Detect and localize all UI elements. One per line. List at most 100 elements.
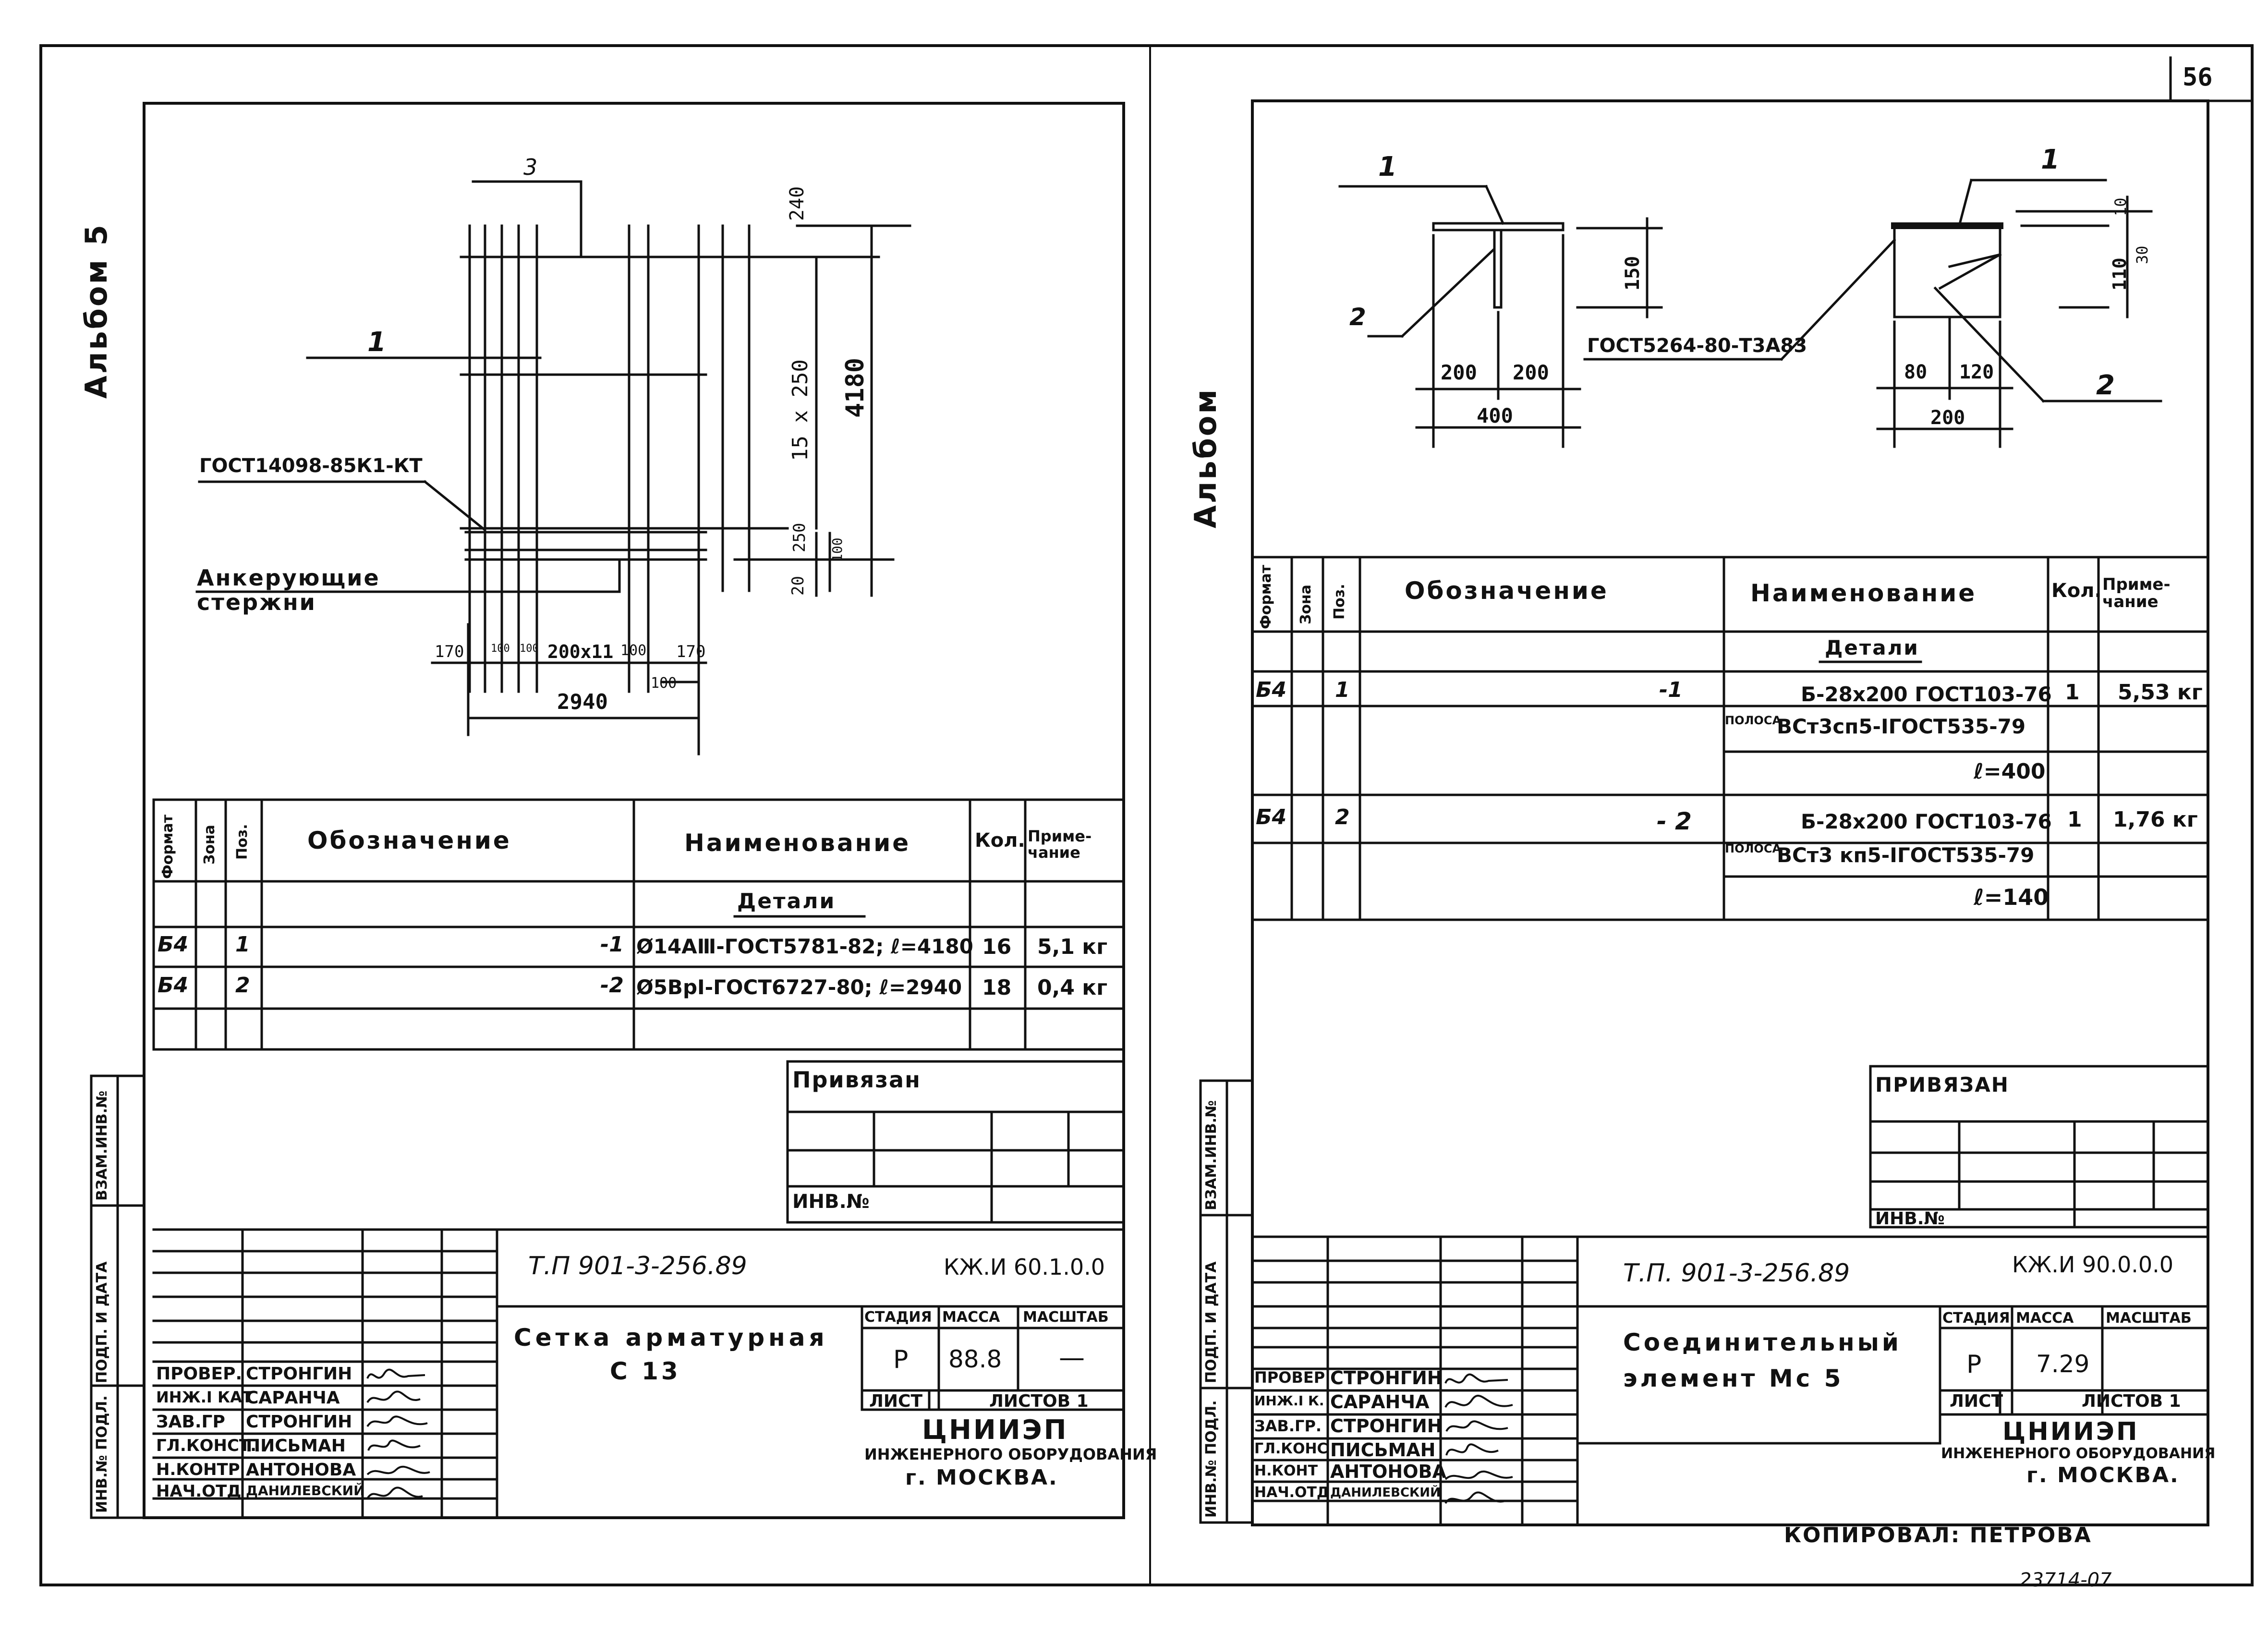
left-person4-name: ПИСЬМАН	[246, 1436, 346, 1456]
left-doc-code: КЖ.И 60.1.0.0	[944, 1254, 1105, 1280]
right-dim-150: 150	[1622, 256, 1644, 291]
left-gost-label: ГОСТ14098-85К1-КТ	[199, 455, 423, 477]
right-org-name: ЦНИИЭП	[2002, 1417, 2139, 1446]
right-dim-200b: 200	[1513, 361, 1549, 384]
left-section-details: Детали	[737, 889, 836, 914]
left-position-1-label: 1	[367, 327, 386, 358]
left-side-podp: ПОДП. И ДАТА	[94, 1261, 110, 1383]
left-dim-100b: 100	[520, 643, 539, 655]
left-dim-200x11: 200x11	[547, 641, 614, 662]
left-person5-role: Н.КОНТР	[156, 1460, 240, 1479]
left-col-zone-header: Зона	[201, 825, 218, 865]
left-col-qty-header: Кол.	[975, 829, 1025, 852]
right-mass-header: МАССА	[2016, 1310, 2074, 1327]
right-row1-note: 5,53 кг	[2118, 680, 2203, 705]
right-row1-name-top: Б-28x200 ГОСТ103-76	[1801, 682, 2052, 706]
right-row1-length: ℓ=400	[1974, 759, 2046, 784]
right-row2-qty: 1	[2067, 807, 2082, 832]
left-anchor-bars-label: Анкерующие стержни	[197, 565, 380, 615]
right-row2-length: ℓ=140	[1974, 884, 2049, 910]
page-number: 56	[2183, 63, 2213, 92]
right-col-note-header: Приме-чание	[2102, 575, 2171, 611]
right-row1-format: Б4	[1256, 678, 1287, 702]
left-dim-100-vertical: 100	[829, 537, 845, 562]
left-position-3-label: 3	[523, 154, 538, 180]
right-dim-200c: 200	[1930, 407, 1965, 429]
right-person2-role: ИНЖ.I К.	[1254, 1393, 1324, 1409]
right-mass-value: 7.29	[2036, 1350, 2090, 1378]
right-row2-note: 1,76 кг	[2113, 807, 2198, 832]
right-album-label: Альбом	[1188, 387, 1223, 528]
left-col-pos-header: Поз.	[234, 824, 251, 860]
left-dim-240: 240	[786, 186, 808, 221]
right-person6-name: ДАНИЛЕВСКИЙ	[1330, 1486, 1441, 1500]
right-inv-no-label: ИНВ.№	[1875, 1209, 1945, 1229]
right-row2-pos: 2	[1335, 805, 1350, 829]
right-sheet-header: ЛИСТ	[1950, 1391, 2003, 1411]
left-row1-note: 5,1 кг	[1037, 935, 1108, 959]
right-signatures	[1444, 1373, 1513, 1504]
right-person1-role: ПРОВЕР	[1254, 1368, 1325, 1387]
left-person6-role: НАЧ.ОТД	[156, 1482, 242, 1501]
left-person1-name: СТРОНГИН	[246, 1364, 352, 1384]
left-dim-100a: 100	[491, 643, 510, 655]
right-person6-role: НАЧ.ОТД	[1254, 1484, 1330, 1501]
copied-by-note: КОПИРОВАЛ: ПЕТРОВА	[1784, 1523, 2092, 1548]
left-person4-role: ГЛ.КОНСТ.	[156, 1436, 257, 1455]
left-person6-name: ДАНИЛЕВСКИЙ	[246, 1483, 365, 1499]
right-col-name-header: Наименование	[1750, 579, 1977, 607]
right-org-subtitle: ИНЖЕНЕРНОГО ОБОРУДОВАНИЯ	[1941, 1445, 2216, 1462]
left-org-city: г. МОСКВА.	[905, 1465, 1058, 1490]
right-person5-role: Н.КОНТ	[1254, 1462, 1318, 1479]
right-privyazan-label: ПРИВЯЗАН	[1875, 1073, 2009, 1097]
left-person3-name: СТРОНГИН	[246, 1412, 352, 1432]
left-dim-170b: 170	[676, 642, 706, 661]
left-series-code: Т.П 901-3-256.89	[528, 1252, 747, 1280]
right-position-2a: 2	[1349, 303, 1366, 331]
left-person2-name: САРАНЧА	[246, 1388, 340, 1408]
right-position-1a: 1	[1378, 151, 1397, 183]
left-album-label: Альбом 5	[79, 223, 114, 399]
left-person1-role: ПРОВЕР.	[156, 1364, 243, 1384]
right-org-city: г. МОСКВА.	[2026, 1463, 2180, 1487]
left-col-note-header: Приме-чание	[1028, 827, 1092, 862]
left-dim-2940: 2940	[557, 690, 608, 714]
right-col-qty-header: Кол.	[2051, 580, 2102, 602]
left-person3-role: ЗАВ.ГР	[156, 1412, 225, 1432]
left-row1-pos: 1	[235, 932, 250, 957]
left-inv-no-label: ИНВ.№	[792, 1191, 870, 1213]
left-dim-100-bottom: 100	[651, 675, 677, 692]
right-dim-80: 80	[1904, 361, 1928, 383]
left-row1-designation: -1	[600, 932, 624, 957]
right-dim-120: 120	[1959, 361, 1994, 383]
left-row1-format: Б4	[158, 932, 189, 957]
left-org-name: ЦНИИЭП	[922, 1414, 1068, 1446]
left-org-subtitle: ИНЖЕНЕРНОГО ОБОРУДОВАНИЯ	[864, 1445, 1157, 1463]
left-mass-header: МАССА	[942, 1309, 1000, 1326]
right-side-vzam: ВЗАМ.ИНВ.№	[1203, 1100, 1220, 1210]
right-row2-name-top: Б-28x200 ГОСТ103-76	[1801, 810, 2052, 833]
right-person3-name: СТРОНГИН	[1330, 1415, 1443, 1437]
right-side-inv: ИНВ.№ ПОДЛ.	[1203, 1400, 1220, 1518]
right-dim-400: 400	[1477, 404, 1513, 427]
left-col-designation-header: Обозначение	[307, 827, 511, 854]
left-stage-value: Р	[893, 1345, 909, 1374]
right-dim-30: 30	[2133, 245, 2151, 264]
bottom-stamp-number: 23714-07	[2019, 1569, 2112, 1591]
right-doc-code: КЖ.И 90.0.0.0	[2012, 1252, 2174, 1278]
left-person5-name: АНТОНОВА	[246, 1460, 356, 1480]
right-row2-name-prefix: ПОЛОСА	[1725, 842, 1782, 855]
right-row1-pos: 1	[1335, 678, 1350, 702]
right-row1-qty: 1	[2065, 680, 2080, 705]
right-dim-200a: 200	[1441, 361, 1477, 384]
right-row2-name-bottom: ВСт3 кп5-IГОСТ535-79	[1777, 843, 2035, 867]
left-dim-4180: 4180	[841, 357, 870, 418]
right-row2-format: Б4	[1256, 805, 1287, 829]
right-person4-name: ПИСЬМАН	[1330, 1439, 1436, 1461]
left-row2-qty: 18	[982, 975, 1012, 1000]
left-title-line2: С 13	[610, 1357, 681, 1385]
left-stage-header: СТАДИЯ	[864, 1309, 932, 1326]
left-title-line1: Сетка арматурная	[514, 1324, 828, 1352]
right-dim-110: 110	[2109, 257, 2130, 291]
